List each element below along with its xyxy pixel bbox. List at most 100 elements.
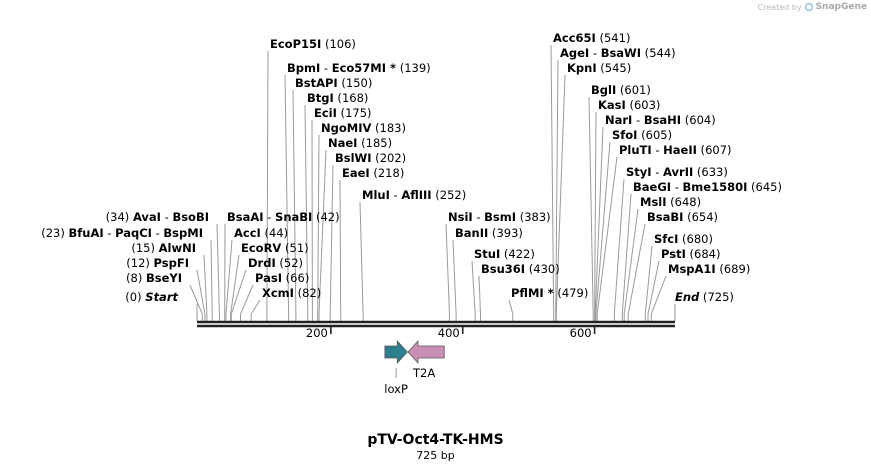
site-ecorv-pos: 51 [290, 241, 305, 255]
site-ngomiv: NgoMIV (183) [321, 121, 406, 135]
leader-psti [647, 260, 660, 321]
credit: Created by SnapGene [758, 2, 867, 12]
site-ngomiv-enzyme: NgoMIV [321, 121, 371, 135]
leader-msli [623, 208, 639, 321]
site-acc65i-punct: ( [596, 31, 604, 45]
site-acci-punct: ) [284, 226, 289, 240]
site-kasi-enzyme: KasI [598, 98, 626, 112]
site-acc65i-pos: 541 [604, 31, 626, 45]
site-drdi-enzyme: DrdI [248, 256, 276, 270]
site-mspa1i-punct: ( [716, 262, 724, 276]
site-naei-enzyme: NaeI [328, 136, 357, 150]
leader-xcmi [250, 299, 261, 321]
site-psti-pos: 684 [694, 247, 716, 261]
site-mlui-enzyme2: AflIII [401, 188, 431, 202]
site-btgi-punct: ( [334, 91, 342, 105]
site-banii-punct: ( [488, 226, 496, 240]
site-bsaai-enzyme: BsaAI [227, 210, 264, 224]
leader-pluti [596, 156, 618, 321]
site-sfci-punct: ) [709, 232, 714, 246]
site-bstapi-punct: ) [368, 76, 373, 90]
leader-sfoi [595, 141, 611, 321]
feature-label-t2a: T2A [412, 366, 435, 380]
site-pspfi-punct: ) [145, 256, 153, 270]
site-bseyi-punct: ( [126, 271, 131, 285]
end-pos-open: ( [699, 290, 707, 304]
site-bfuai-enzyme2: PaqCI [115, 226, 152, 240]
site-pluti-enzyme2: HaeII [663, 143, 697, 157]
site-stui-punct: ( [500, 247, 508, 261]
site-acci-pos: 44 [269, 226, 284, 240]
site-kpni-punct: ) [627, 61, 632, 75]
site-kpni-pos: 545 [605, 61, 627, 75]
site-bsu36i: Bsu36I (430) [481, 262, 560, 276]
site-bfuai-enzyme3: BspMI [163, 226, 203, 240]
site-bsabi: BsaBI (654) [647, 210, 718, 224]
site-mlui-punct: ) [462, 188, 467, 202]
site-msli-enzyme: MslI [640, 195, 667, 209]
site-pflmi-punct: ) [584, 286, 589, 300]
site-mlui-enzyme: MluI [362, 188, 390, 202]
feature-label-loxp: loxP [384, 382, 408, 396]
site-naei-punct: ) [388, 136, 393, 150]
tick-label-200: 200 [306, 326, 328, 340]
site-sfoi: SfoI (605) [612, 128, 672, 142]
site-styi-sep: - [652, 165, 663, 179]
site-btgi-punct: ) [364, 91, 369, 105]
leader-avai [216, 223, 220, 321]
site-bfuai-punct: ( [41, 226, 46, 240]
start-label: Start [145, 290, 178, 304]
site-pluti-sep: - [652, 143, 663, 157]
site-styi-enzyme2: AvrII [663, 165, 693, 179]
site-pasi-pos: 66 [290, 271, 305, 285]
site-avai-enzyme2: BsoBI [172, 210, 209, 224]
site-nari-punct: ) [711, 113, 716, 127]
leader-baegi [621, 193, 632, 321]
site-styi-enzyme: StyI [626, 165, 652, 179]
site-alwni: (15) AlwNI [131, 241, 196, 255]
site-styi-punct: ) [723, 165, 728, 179]
site-banii-enzyme: BanII [455, 226, 488, 240]
leader-agei [555, 59, 559, 321]
site-drdi: DrdI (52) [248, 256, 303, 270]
site-mlui-pos: 252 [440, 188, 462, 202]
site-nsii-punct: ( [516, 210, 524, 224]
site-ecorv-punct: ) [304, 241, 309, 255]
site-agei-punct: ( [641, 46, 649, 60]
start-pos: 0 [130, 290, 137, 304]
site-agei-punct: ) [671, 46, 676, 60]
site-nari-punct: ( [681, 113, 689, 127]
site-bpmi-punct: ) [426, 61, 431, 75]
site-bsu36i-punct: ( [525, 262, 533, 276]
leader-bseyi [189, 284, 203, 321]
site-pflmi: PflMI * (479) [511, 286, 588, 300]
site-pluti-punct: ( [697, 143, 705, 157]
leader-bsu36i [478, 275, 481, 321]
site-msli-punct: ( [667, 195, 675, 209]
credit-prefix: Created by [757, 2, 802, 12]
site-pflmi-enzyme: PflMI * [511, 286, 554, 300]
site-psti-enzyme: PstI [661, 247, 686, 261]
site-styi-pos: 633 [701, 165, 723, 179]
site-bslwi-punct: ( [372, 151, 380, 165]
site-acc65i-punct: ) [626, 31, 631, 45]
site-xcmi-pos: 82 [302, 286, 317, 300]
site-bsu36i-pos: 430 [533, 262, 555, 276]
site-agei-sep: - [589, 46, 600, 60]
site-ecop15i: EcoP15I (106) [270, 37, 356, 51]
site-pasi-punct: ) [305, 271, 310, 285]
site-bstapi-pos: 150 [346, 76, 368, 90]
site-eaei-punct: ( [370, 166, 378, 180]
site-mlui-sep: - [390, 188, 401, 202]
site-pspfi: (12) PspFI [126, 256, 189, 270]
leader-pspfi [196, 269, 206, 321]
site-bgli-pos: 601 [624, 83, 646, 97]
leader-stui [471, 260, 476, 321]
site-ecii-enzyme: EciI [314, 106, 337, 120]
credit-brand: SnapGene [815, 2, 867, 12]
site-bfuai-enzyme: BfuAI [69, 226, 104, 240]
site-bpmi-punct: ( [396, 61, 404, 75]
site-ecorv: EcoRV (51) [241, 241, 309, 255]
site-bgli: BglI (601) [591, 83, 651, 97]
leader-ecop15i [266, 50, 269, 321]
